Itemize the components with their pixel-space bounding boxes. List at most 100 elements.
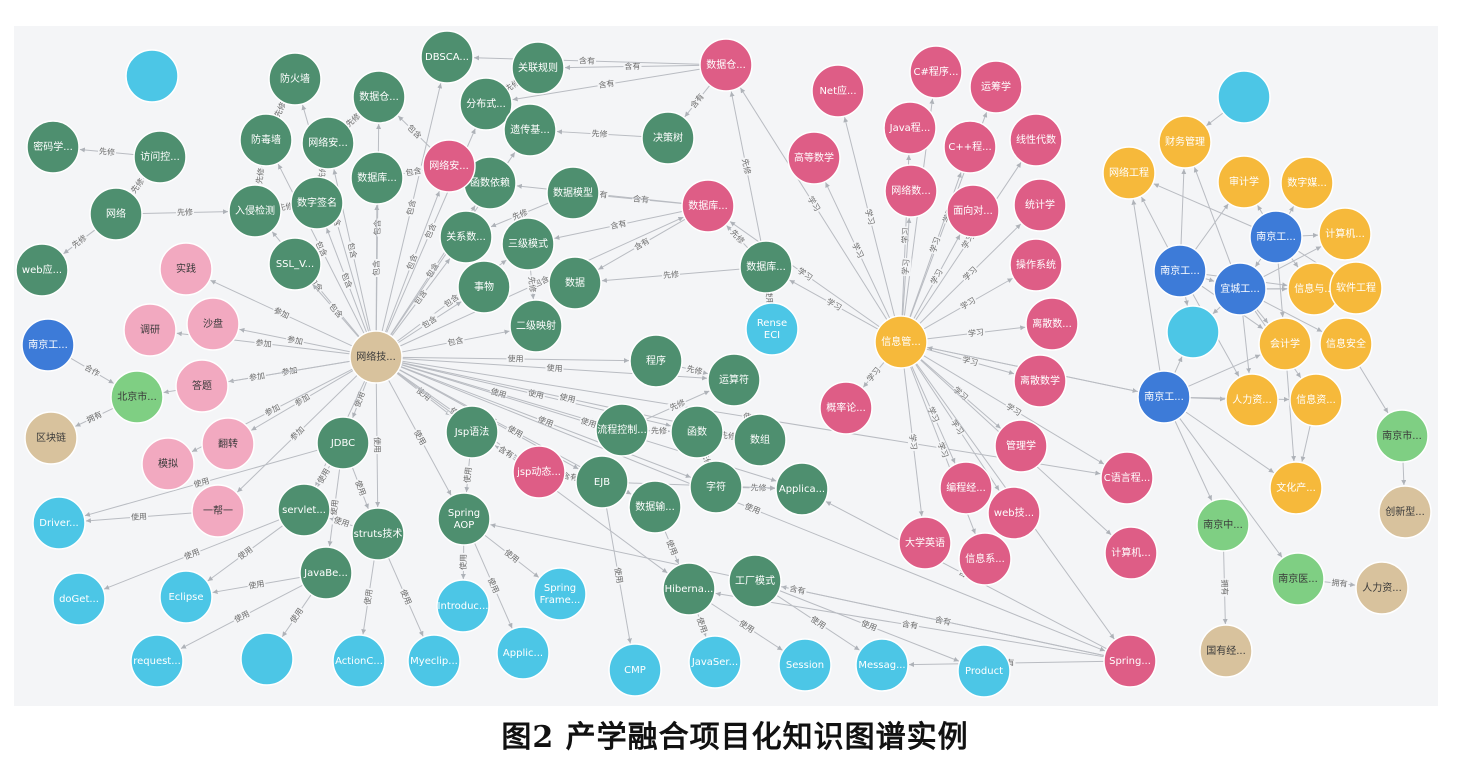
graph-node-g29[interactable]: 函数: [670, 405, 724, 459]
graph-node-c10[interactable]: SpringFrame...: [533, 567, 587, 621]
graph-node-g8[interactable]: 遗传基...: [503, 103, 557, 157]
node-circle[interactable]: [1217, 155, 1271, 209]
graph-node-p20[interactable]: C语言程...: [1100, 451, 1154, 505]
graph-node-g31[interactable]: JDBC: [316, 416, 370, 470]
graph-node-g41[interactable]: Hiberna...: [662, 562, 716, 616]
graph-node-lg2[interactable]: 南京市...: [1375, 409, 1429, 463]
node-circle[interactable]: [939, 461, 993, 515]
graph-node-c11[interactable]: Applic...: [496, 626, 550, 680]
node-circle[interactable]: [239, 113, 293, 167]
graph-node-g40[interactable]: JavaBe...: [299, 546, 353, 600]
graph-node-p11[interactable]: 高等数学: [787, 131, 841, 185]
node-circle[interactable]: [436, 579, 490, 633]
node-circle[interactable]: [351, 507, 405, 561]
node-circle[interactable]: [1217, 70, 1271, 124]
node-circle[interactable]: [141, 437, 195, 491]
node-circle[interactable]: [509, 299, 563, 353]
graph-node-lp6[interactable]: 模拟: [141, 437, 195, 491]
graph-node-g38[interactable]: 数据输...: [628, 480, 682, 534]
node-circle[interactable]: [512, 445, 566, 499]
graph-node-g39[interactable]: struts技术: [351, 507, 405, 561]
node-circle[interactable]: [629, 334, 683, 388]
node-circle[interactable]: [1158, 115, 1212, 169]
node-circle[interactable]: [228, 184, 282, 238]
node-circle[interactable]: [457, 260, 511, 314]
graph-node-g3[interactable]: 网络安...: [301, 116, 355, 170]
graph-node-c2[interactable]: Driver...: [32, 496, 86, 550]
node-circle[interactable]: [15, 243, 69, 297]
node-circle[interactable]: [1137, 370, 1191, 424]
node-circle[interactable]: [503, 103, 557, 157]
graph-node-g35[interactable]: Applica...: [775, 462, 829, 516]
node-circle[interactable]: [133, 130, 187, 184]
node-circle[interactable]: [1269, 461, 1323, 515]
graph-node-g12[interactable]: 入侵检测: [228, 184, 282, 238]
node-circle[interactable]: [125, 49, 179, 103]
graph-node-p9[interactable]: C++程...: [943, 120, 997, 174]
graph-node-c9[interactable]: Introduc...: [436, 579, 490, 633]
graph-node-b3[interactable]: 创新型...: [1378, 485, 1432, 539]
node-circle[interactable]: [575, 455, 629, 509]
graph-node-p17[interactable]: 离散数学: [1013, 354, 1067, 408]
graph-node-c16[interactable]: Product: [957, 644, 1011, 698]
node-circle[interactable]: [496, 626, 550, 680]
graph-node-g18[interactable]: 函数依赖: [463, 156, 517, 210]
graph-node-g2[interactable]: 防毒墙: [239, 113, 293, 167]
graph-node-c15[interactable]: Messag...: [855, 638, 909, 692]
graph-node-o8[interactable]: 软件工程: [1329, 261, 1383, 315]
graph-node-p4[interactable]: jsp动态...: [512, 445, 566, 499]
graph-node-c5[interactable]: request...: [130, 634, 184, 688]
node-circle[interactable]: [1329, 261, 1383, 315]
graph-node-g9[interactable]: 决策树: [641, 111, 695, 165]
node-circle[interactable]: [662, 562, 716, 616]
graph-node-p14[interactable]: 统计学: [1013, 178, 1067, 232]
graph-node-g7[interactable]: 分布式...: [459, 77, 513, 131]
graph-node-c14[interactable]: Session: [778, 638, 832, 692]
node-circle[interactable]: [407, 634, 461, 688]
graph-node-g14[interactable]: 密码学...: [26, 120, 80, 174]
graph-node-g11[interactable]: 数字签名: [290, 176, 344, 230]
node-circle[interactable]: [533, 567, 587, 621]
graph-node-c19[interactable]: [1166, 305, 1220, 359]
node-circle[interactable]: [130, 634, 184, 688]
node-circle[interactable]: [1013, 178, 1067, 232]
node-circle[interactable]: [191, 484, 245, 538]
node-circle[interactable]: [268, 52, 322, 106]
node-circle[interactable]: [1375, 409, 1429, 463]
graph-node-p21[interactable]: 编程经...: [939, 461, 993, 515]
graph-node-g13[interactable]: 网络: [89, 187, 143, 241]
node-circle[interactable]: [1104, 526, 1158, 580]
node-circle[interactable]: [511, 41, 565, 95]
node-circle[interactable]: [159, 242, 213, 296]
node-circle[interactable]: [548, 256, 602, 310]
graph-node-lp1[interactable]: 实践: [159, 242, 213, 296]
node-circle[interactable]: [290, 176, 344, 230]
node-circle[interactable]: [595, 403, 649, 457]
node-circle[interactable]: [1009, 113, 1063, 167]
node-circle[interactable]: [855, 638, 909, 692]
graph-node-o13[interactable]: 文化产...: [1269, 461, 1323, 515]
node-circle[interactable]: [123, 303, 177, 357]
node-circle[interactable]: [688, 635, 742, 689]
node-circle[interactable]: [1100, 451, 1154, 505]
node-circle[interactable]: [1166, 305, 1220, 359]
graph-node-g19[interactable]: 数据模型: [546, 166, 600, 220]
node-circle[interactable]: [89, 187, 143, 241]
node-circle[interactable]: [987, 486, 1041, 540]
node-circle[interactable]: [641, 111, 695, 165]
graph-node-g6[interactable]: 关联规则: [511, 41, 565, 95]
node-circle[interactable]: [175, 359, 229, 413]
node-circle[interactable]: [689, 460, 743, 514]
node-circle[interactable]: [420, 30, 474, 84]
node-circle[interactable]: [299, 546, 353, 600]
node-circle[interactable]: [1355, 561, 1409, 615]
node-circle[interactable]: [811, 64, 865, 118]
node-circle[interactable]: [1249, 210, 1303, 264]
graph-node-g20[interactable]: 关系数...: [439, 210, 493, 264]
graph-node-g26[interactable]: 程序: [629, 334, 683, 388]
graph-node-o4[interactable]: 审计学: [1217, 155, 1271, 209]
node-circle[interactable]: [1213, 262, 1267, 316]
graph-node-g22[interactable]: 事物: [457, 260, 511, 314]
node-circle[interactable]: [1319, 317, 1373, 371]
node-circle[interactable]: [733, 413, 787, 467]
